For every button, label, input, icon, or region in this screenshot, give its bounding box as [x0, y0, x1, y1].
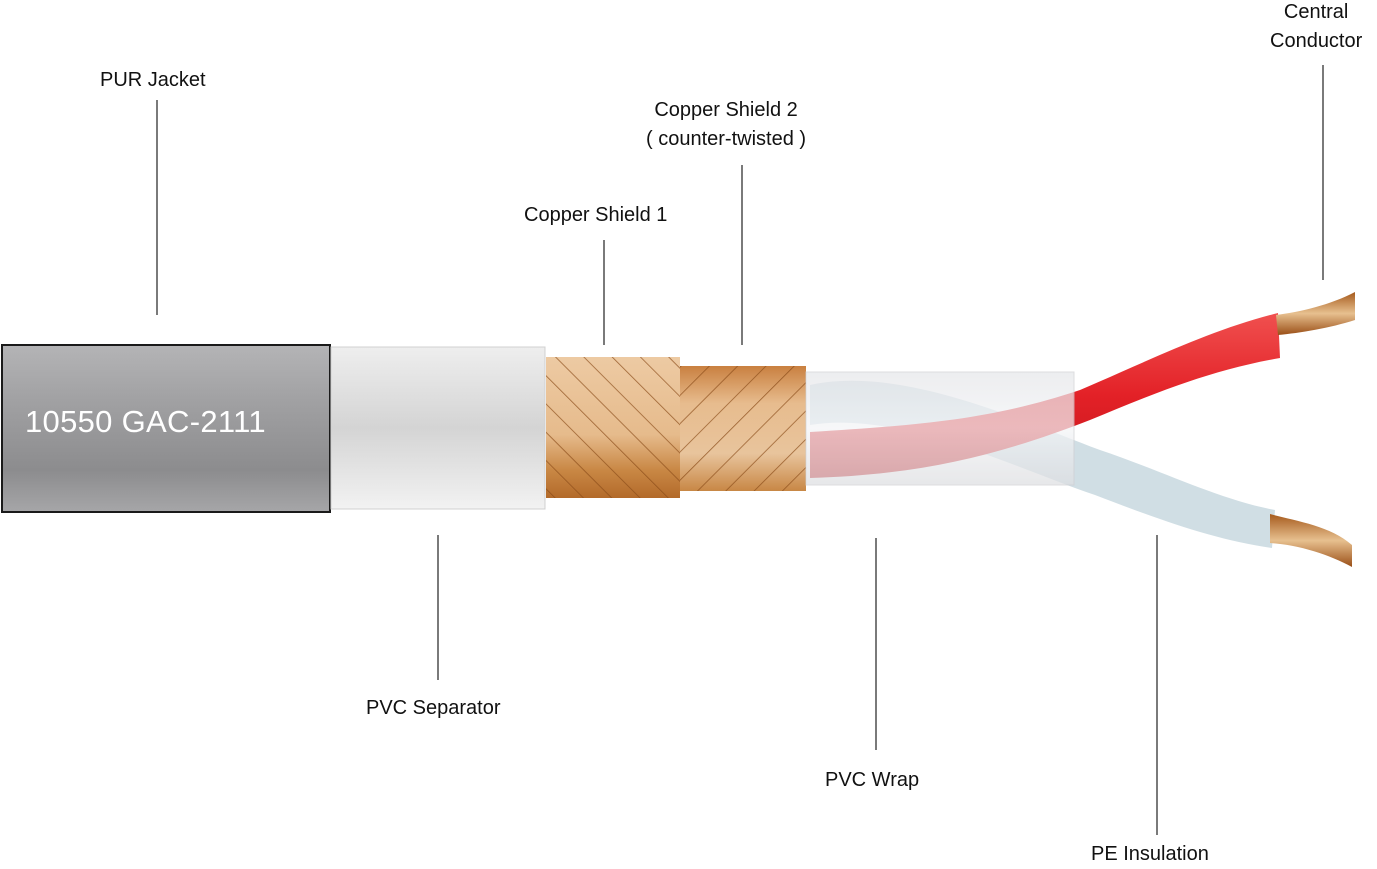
leader-lines	[156, 65, 1324, 835]
label-copper-shield-2-line1: Copper Shield 2	[654, 99, 798, 121]
label-copper-shield-2: Copper Shield 2 ( counter-twisted )	[646, 96, 806, 154]
pvc-wrap-segment	[805, 371, 1075, 486]
label-pur-jacket: PUR Jacket	[100, 69, 206, 91]
copper-shield-2-segment	[680, 366, 806, 491]
label-central-conductor: Central Conductor	[1270, 0, 1362, 56]
label-pe-insulation: PE Insulation	[1091, 843, 1209, 865]
jacket-marking: 10550 GAC-2111	[25, 404, 266, 439]
copper-shield-1-segment	[546, 357, 680, 498]
pvc-separator-segment	[330, 346, 546, 510]
label-central-conductor-line1: Central	[1283, 1, 1349, 23]
label-central-conductor-line2: Conductor	[1270, 30, 1363, 52]
label-pvc-wrap: PVC Wrap	[825, 769, 920, 791]
label-pvc-separator: PVC Separator	[366, 697, 501, 719]
label-copper-shield-2-line2: ( counter-twisted )	[646, 128, 807, 150]
label-copper-shield-1: Copper Shield 1	[524, 204, 668, 226]
pur-jacket-segment	[1, 344, 331, 513]
